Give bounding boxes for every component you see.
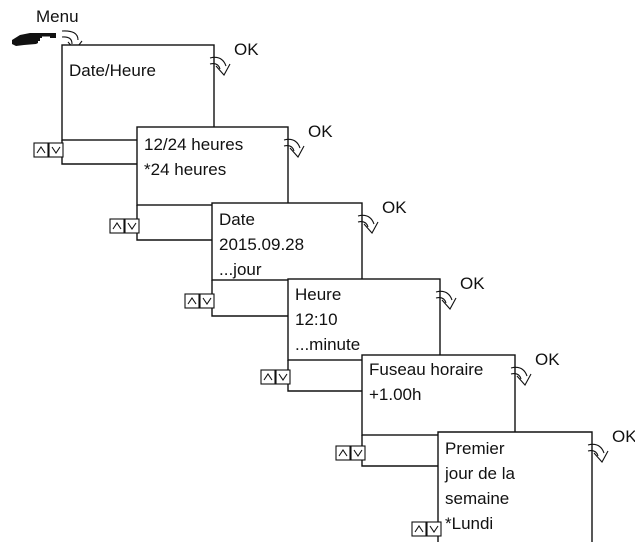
screen-line: jour de la [444, 464, 515, 483]
up-button[interactable] [260, 369, 276, 385]
menu-label: Menu [36, 7, 79, 26]
up-button[interactable] [411, 521, 427, 537]
screen-line: Premier [445, 439, 505, 458]
chevron-up-icon [338, 449, 348, 457]
screen-line: +1.00h [369, 385, 421, 404]
up-button[interactable] [33, 142, 49, 158]
screen-premier-jour: Premier jour de la semaine *Lundi [437, 431, 593, 542]
chevron-up-icon [112, 222, 122, 230]
ok-step[interactable]: OK [209, 40, 259, 76]
screen-line: Heure [295, 285, 341, 304]
chevron-up-icon [36, 146, 46, 154]
curved-arrow-icon [283, 138, 305, 158]
down-button[interactable] [426, 521, 442, 537]
ok-step[interactable]: OK [587, 427, 635, 463]
ok-label: OK [308, 122, 333, 141]
curved-arrow-icon [209, 56, 231, 76]
screen-line: *24 heures [144, 160, 226, 179]
up-button[interactable] [109, 218, 125, 234]
chevron-down-icon [429, 525, 439, 533]
screen-frame [361, 354, 516, 436]
screen-date-heure: Date/Heure [61, 44, 215, 141]
chevron-down-icon [202, 297, 212, 305]
nav-buttons [184, 293, 215, 309]
nav-buttons [411, 521, 442, 537]
flow-connector [136, 205, 212, 241]
ok-step[interactable]: OK [435, 274, 485, 310]
down-button[interactable] [199, 293, 215, 309]
curved-arrow-icon [435, 290, 457, 310]
screen-line: 2015.09.28 [219, 235, 304, 254]
screen-line: 12:10 [295, 310, 338, 329]
nav-buttons [335, 445, 366, 461]
ok-step[interactable]: OK [510, 350, 560, 386]
ok-label: OK [382, 198, 407, 217]
curved-arrow-icon [510, 366, 532, 386]
chevron-down-icon [127, 222, 137, 230]
nav-buttons [260, 369, 291, 385]
screen-line: Date/Heure [69, 61, 156, 80]
screen-12-24-heures: 12/24 heures *24 heures [136, 126, 289, 206]
up-button[interactable] [335, 445, 351, 461]
screen-frame [437, 431, 593, 542]
screen-line: Fuseau horaire [369, 360, 483, 379]
screen-frame [211, 202, 363, 281]
up-button[interactable] [184, 293, 200, 309]
flow-connector [61, 140, 137, 165]
ok-step[interactable]: OK [283, 122, 333, 158]
screen-line: Date [219, 210, 255, 229]
screen-heure: Heure 12:10 ...minute [287, 278, 441, 361]
down-button[interactable] [124, 218, 140, 234]
screen-line: *Lundi [445, 514, 493, 533]
chevron-down-icon [278, 373, 288, 381]
chevron-up-icon [187, 297, 197, 305]
ok-label: OK [460, 274, 485, 293]
flow-connector [287, 360, 362, 392]
curved-arrow-icon [587, 443, 609, 463]
chevron-up-icon [414, 525, 424, 533]
down-button[interactable] [350, 445, 366, 461]
down-button[interactable] [275, 369, 291, 385]
ok-label: OK [535, 350, 560, 369]
ok-step[interactable]: OK [357, 198, 407, 234]
chevron-down-icon [353, 449, 363, 457]
chevron-up-icon [263, 373, 273, 381]
screen-line: ...minute [295, 335, 360, 354]
pointing-hand-icon[interactable] [12, 33, 56, 46]
screen-line: ...jour [219, 260, 262, 279]
screen-line: 12/24 heures [144, 135, 243, 154]
nav-buttons [33, 142, 64, 158]
screen-date: Date 2015.09.28 ...jour [211, 202, 363, 281]
screen-line: semaine [445, 489, 509, 508]
screen-fuseau-horaire: Fuseau horaire +1.00h [361, 354, 516, 436]
screen-frame [287, 278, 441, 361]
chevron-down-icon [51, 146, 61, 154]
ok-label: OK [234, 40, 259, 59]
screen-frame [61, 44, 215, 141]
curved-arrow-icon [357, 214, 379, 234]
flow-connector [211, 280, 288, 317]
flow-connector [361, 435, 438, 467]
nav-buttons [109, 218, 140, 234]
down-button[interactable] [48, 142, 64, 158]
ok-label: OK [612, 427, 635, 446]
